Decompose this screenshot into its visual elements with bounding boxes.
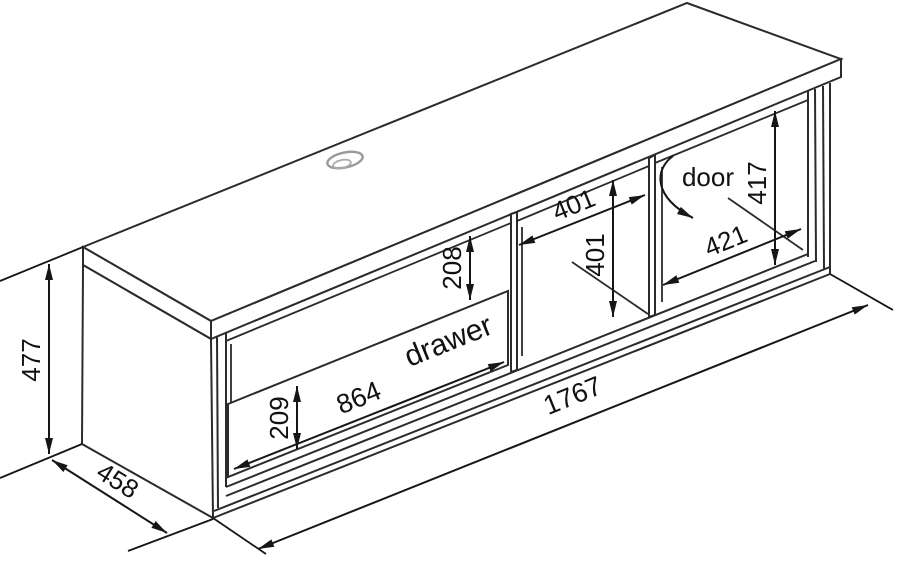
- dimension-lines: [45, 111, 869, 550]
- extension-line: [829, 273, 894, 311]
- door-label: door: [682, 162, 734, 192]
- cabinet-edge: [814, 88, 817, 263]
- dim-opening-above-drawer-label: 208: [437, 246, 467, 289]
- dim-middle-opening-height-label: 401: [580, 233, 610, 276]
- extension-line: [0, 246, 84, 282]
- divider-panel-left: [510, 210, 518, 374]
- dim-line-overall-depth: [51, 459, 168, 534]
- extension-line: [212, 517, 267, 555]
- dim-overall-height-label: 477: [16, 338, 46, 381]
- dim-drawer-front-height-label: 209: [264, 396, 294, 439]
- dim-line-overall-width: [257, 304, 869, 550]
- divider-panel-right: [648, 153, 656, 319]
- dim-line-door-opening-width: [662, 228, 802, 286]
- extension-line: [0, 443, 83, 479]
- door-swing-arrow: [659, 155, 694, 219]
- dim-door-opening-width-label: 421: [700, 219, 751, 263]
- cable-hole-inner: [332, 158, 352, 170]
- cabinet-edge: [216, 335, 219, 509]
- interior-back-top-edge: [654, 99, 809, 164]
- dim-door-opening-height-label: 417: [742, 161, 772, 204]
- extension-line: [127, 518, 214, 552]
- cabinet-edge: [822, 85, 825, 270]
- dim-line-middle-opening-width: [518, 194, 646, 246]
- extension-lines: [0, 246, 894, 555]
- dim-line-drawer-width: [233, 361, 505, 470]
